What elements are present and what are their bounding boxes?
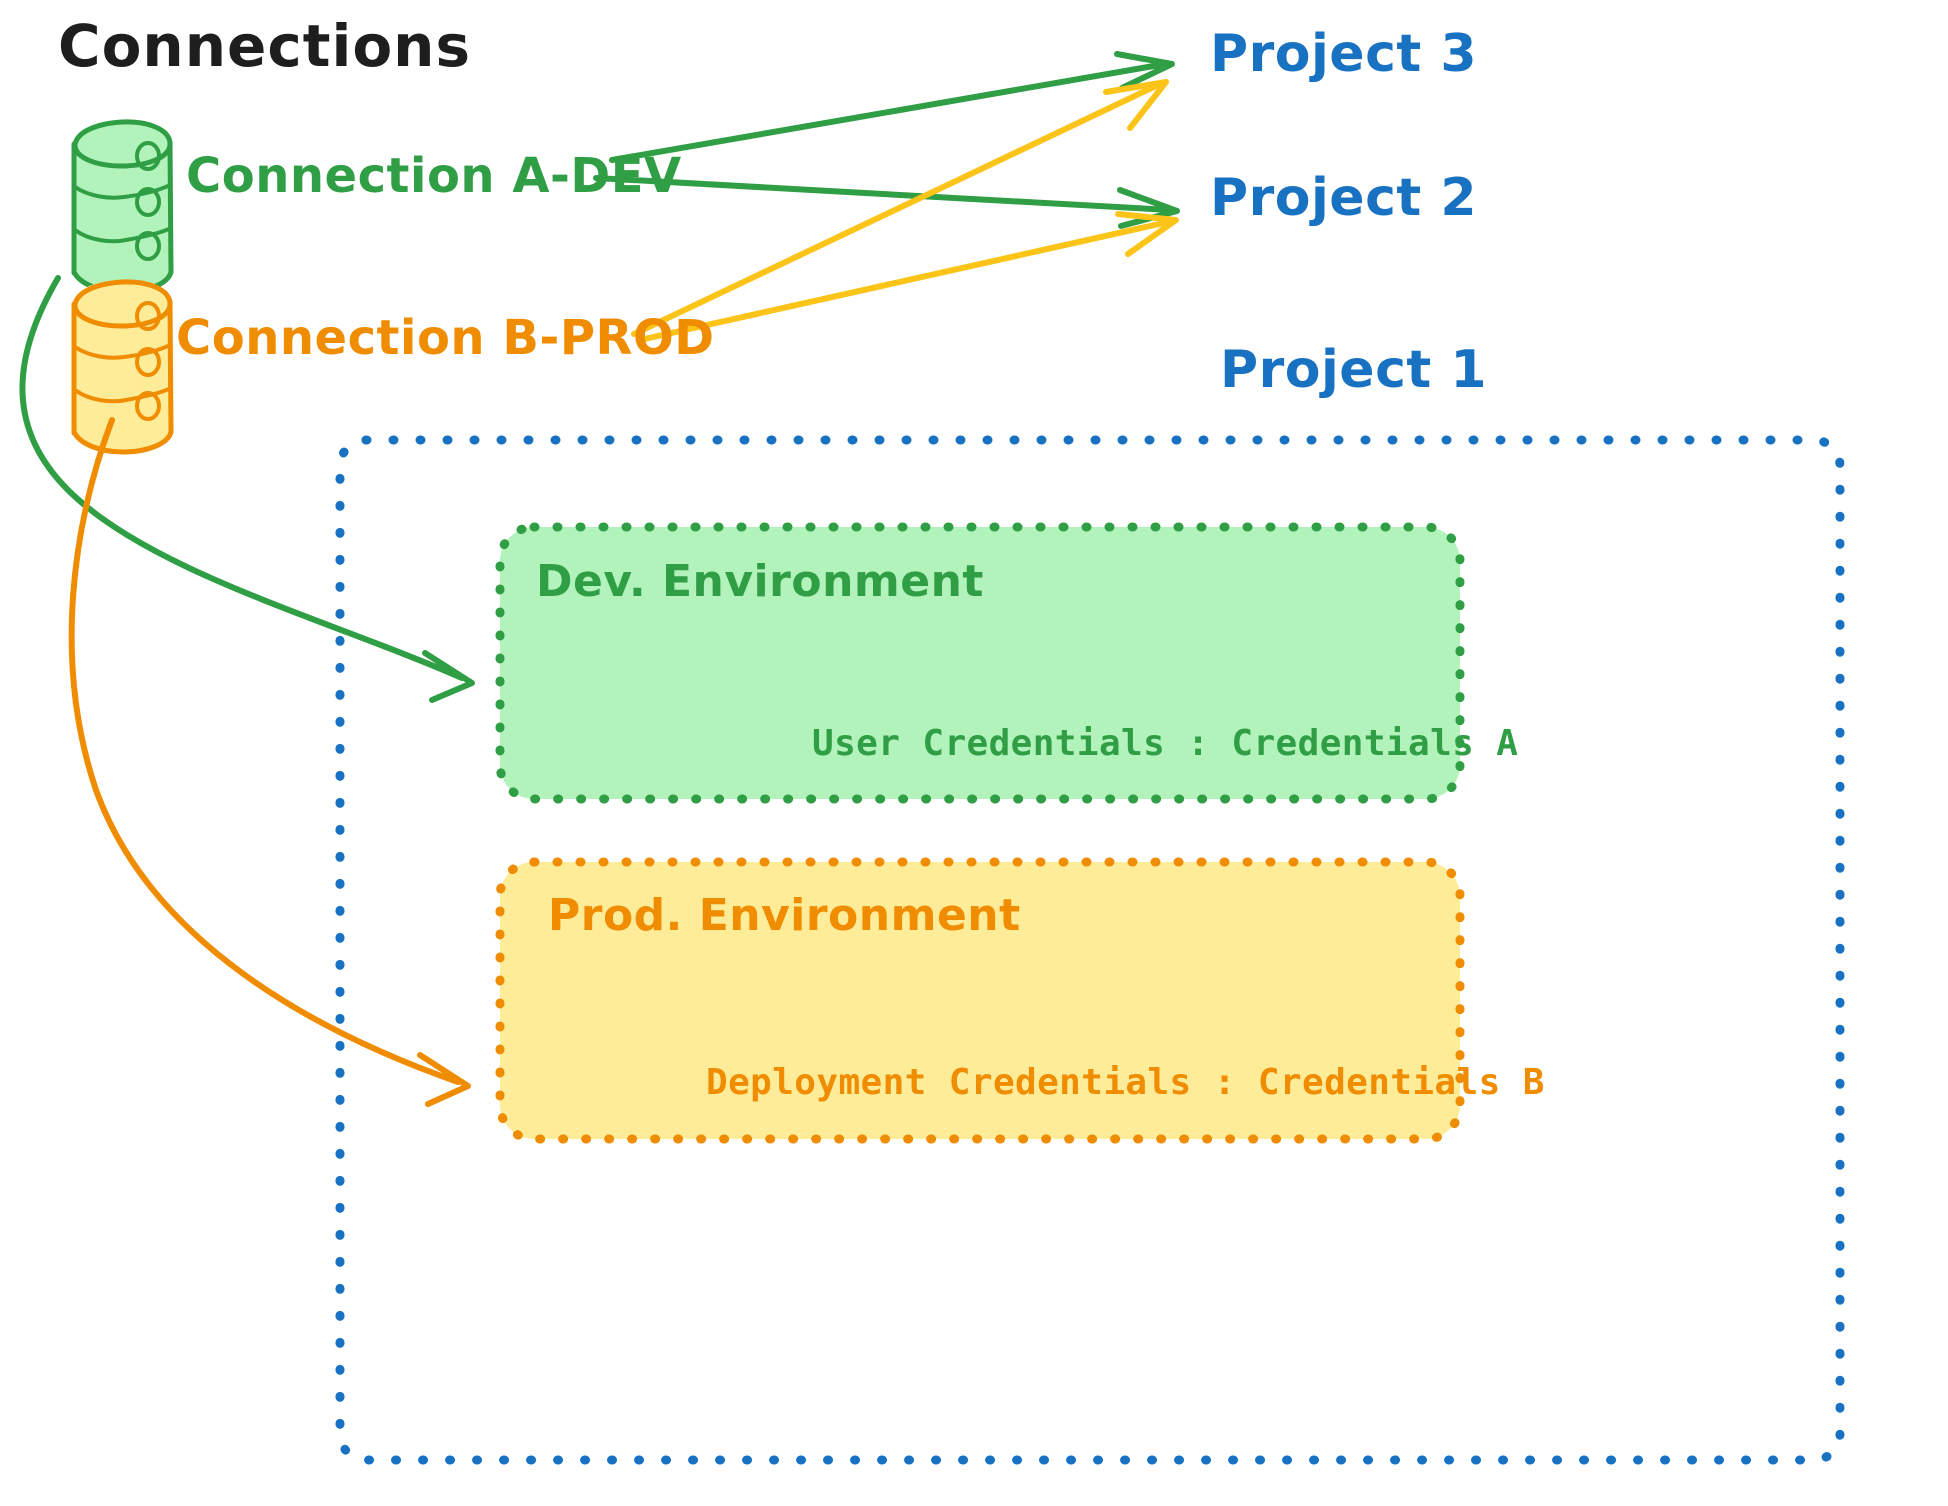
arrow-conn-a-to-dev-environment (19, 275, 475, 703)
arrow-conn-b-to-project-2 (637, 211, 1179, 343)
prod-environment-box (495, 857, 1465, 1144)
database-cylinder-icon-orange[interactable] (71, 279, 174, 455)
prod-environment-credentials: Deployment Credentials : Credentials B (706, 1062, 1545, 1103)
arrow-conn-a-to-project-2 (593, 175, 1180, 229)
project-3-label[interactable]: Project 3 (1210, 24, 1478, 84)
page-title: Connections (58, 12, 471, 80)
project-1-label[interactable]: Project 1 (1220, 340, 1488, 400)
connection-b-prod-label[interactable]: Connection B-PROD (176, 310, 715, 366)
project-2-label[interactable]: Project 2 (1210, 168, 1478, 228)
database-cylinder-icon-green[interactable] (71, 119, 174, 295)
dev-environment-box (495, 522, 1465, 804)
arrow-conn-a-to-project-3 (609, 51, 1175, 163)
dev-environment-title: Dev. Environment (536, 556, 984, 607)
arrow-conn-b-to-prod-environment (68, 417, 471, 1107)
prod-environment-title: Prod. Environment (548, 890, 1021, 941)
project-1-container (335, 435, 1845, 1465)
dev-environment-credentials: User Credentials : Credentials A (812, 723, 1519, 764)
connection-a-dev-label[interactable]: Connection A-DEV (186, 148, 682, 204)
arrow-conn-b-to-project-3 (631, 79, 1169, 337)
